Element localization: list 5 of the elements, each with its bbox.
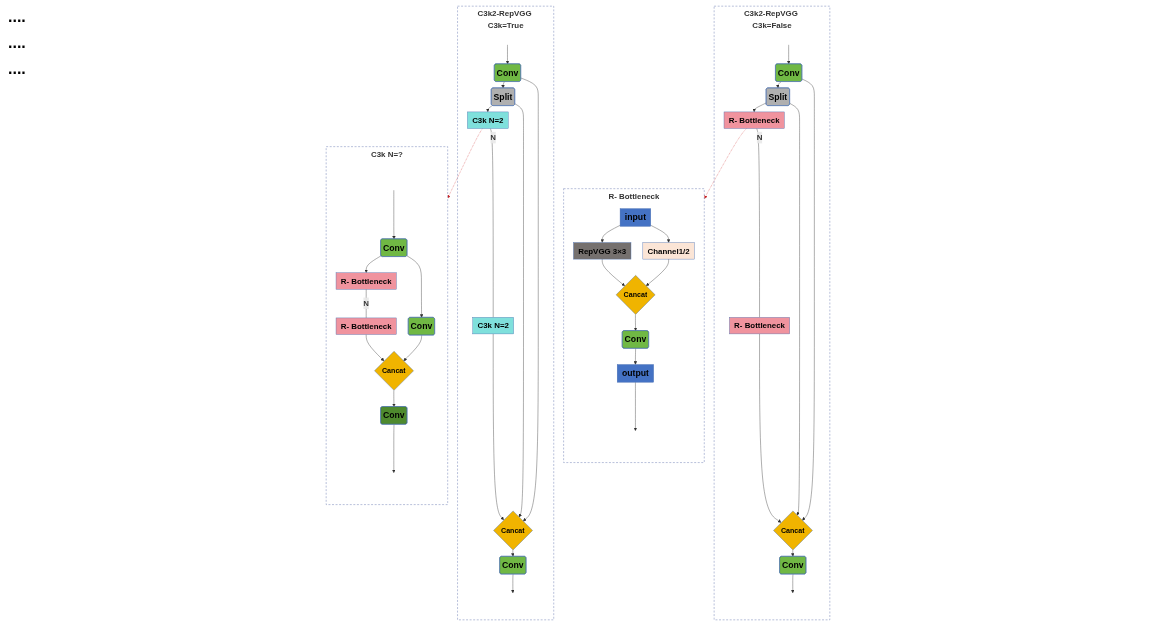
node-box: input bbox=[619, 208, 651, 227]
ellipsis-label: .... bbox=[8, 34, 27, 52]
node-box: output bbox=[617, 364, 654, 383]
ellipsis-label: .... bbox=[8, 60, 27, 78]
ellipsis-label: .... bbox=[8, 8, 27, 26]
